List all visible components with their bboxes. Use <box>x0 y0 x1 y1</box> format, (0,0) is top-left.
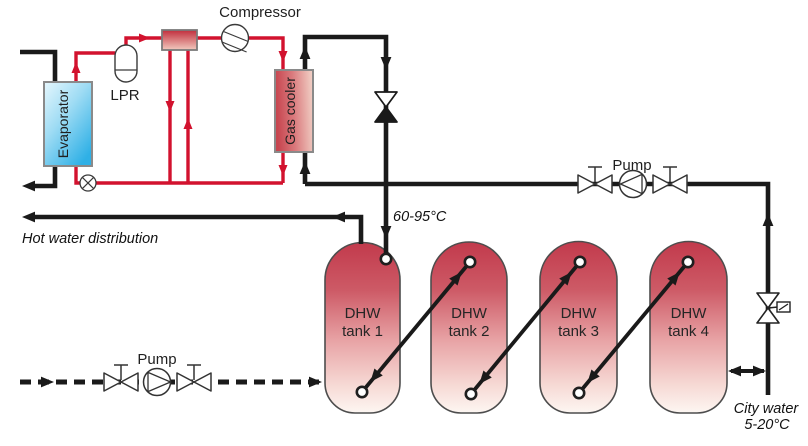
gate-valve-recirc-left-icon <box>103 364 139 392</box>
refrigerant-flow-arrows <box>71 33 288 176</box>
recirculation-line <box>20 376 323 388</box>
compressor-label: Compressor <box>219 4 301 21</box>
heat-source-return-arrow <box>22 180 35 192</box>
gate-valve-charge-right-icon <box>652 166 688 194</box>
refrigerant-circuit-lines <box>74 36 285 185</box>
gas-cooler-label: Gas cooler <box>282 77 298 145</box>
tank2-bottom-port <box>464 387 478 401</box>
lpr-vessel <box>114 44 138 83</box>
tank3-label-line2: tank 3 <box>558 323 599 340</box>
city-water-temp-label: 5-20°C <box>744 417 790 433</box>
tank4-label-line1: DHW <box>671 305 708 322</box>
pump-recirc-label: Pump <box>137 351 176 368</box>
hot-water-distribution-label: Hot water distribution <box>22 231 158 247</box>
charging-loop-arrows <box>299 46 774 239</box>
compressor-icon <box>220 23 250 53</box>
tank2-top-port <box>463 255 477 269</box>
tank1-label-line1: DHW <box>345 305 382 322</box>
heat-source-lines <box>20 49 58 189</box>
tank2-label-line2: tank 2 <box>449 323 490 340</box>
tank-labels: DHW tank 1 DHW tank 2 DHW tank 3 DHW tan… <box>342 305 709 340</box>
expansion-valve-icon <box>79 174 97 192</box>
tank1-bottom-port <box>355 385 369 399</box>
city-water-label: City water <box>734 401 800 417</box>
pump-recirc-icon <box>142 367 172 397</box>
gate-valve-recirc-right-icon <box>176 364 212 392</box>
tank3-top-port <box>573 255 587 269</box>
tank3-bottom-port <box>572 386 586 400</box>
tank-ports <box>355 252 695 401</box>
tank4-top-port <box>681 255 695 269</box>
gas-cooler-block <box>274 69 314 153</box>
tank4-label-line2: tank 4 <box>668 323 709 340</box>
tank3-label-line1: DHW <box>561 305 598 322</box>
lpr-label: LPR <box>110 87 139 104</box>
pump-charge-icon <box>618 169 648 199</box>
gate-valve-charge-left-icon <box>577 166 613 194</box>
city-water-control-valve-icon <box>756 292 791 324</box>
supply-temp-label: 60-95°C <box>393 209 447 225</box>
tank2-label-line1: DHW <box>451 305 488 322</box>
internal-heat-exchanger <box>161 29 198 51</box>
tank-connectors <box>360 260 690 396</box>
city-water-connection <box>728 365 766 377</box>
evaporator-block <box>43 81 93 167</box>
distribution-line <box>22 211 364 244</box>
check-valve-icon <box>374 91 398 123</box>
tank1-label-line2: tank 1 <box>342 323 383 340</box>
pump-charge-label: Pump <box>612 157 651 174</box>
evaporator-label: Evaporator <box>55 89 71 158</box>
tank1-top-port <box>379 252 393 266</box>
